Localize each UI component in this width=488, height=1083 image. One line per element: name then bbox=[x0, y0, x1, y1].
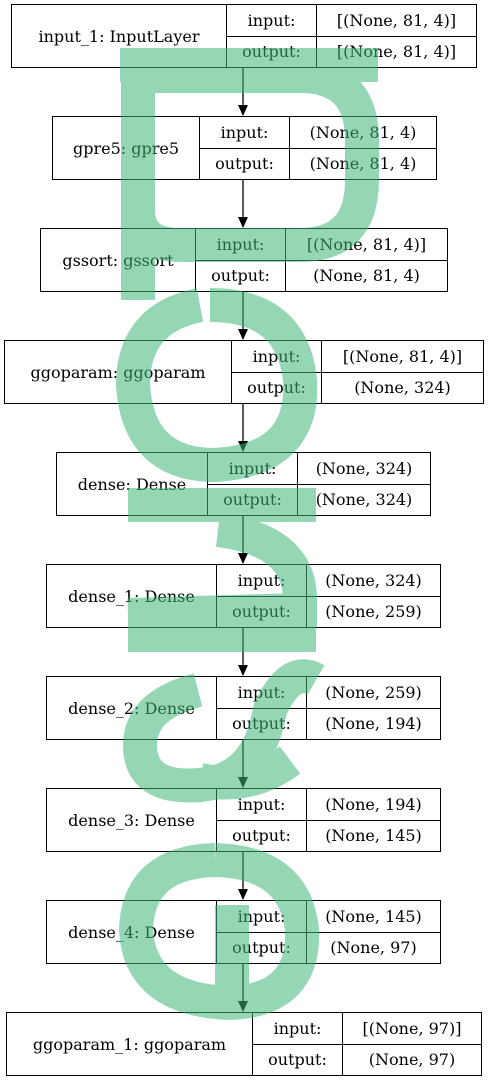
layer-name: dense_2: Dense bbox=[47, 677, 217, 739]
input-shape: (None, 324) bbox=[307, 565, 440, 597]
input-label: input: bbox=[227, 5, 316, 37]
shape-values: (None, 194) (None, 145) bbox=[307, 789, 440, 851]
shape-values: [(None, 81, 4)] (None, 81, 4) bbox=[286, 229, 447, 291]
output-label: output: bbox=[215, 154, 274, 174]
input-label: input: bbox=[196, 229, 285, 261]
input-label: input: bbox=[217, 789, 306, 821]
output-shape: (None, 97) bbox=[330, 938, 417, 958]
input-label: input: bbox=[208, 453, 297, 485]
layer-name: ggoparam_1: ggoparam bbox=[7, 1013, 253, 1075]
layer-name: dense_1: Dense bbox=[47, 565, 217, 627]
edge-arrowhead bbox=[238, 105, 248, 116]
layer-name: input_1: InputLayer bbox=[12, 5, 227, 67]
output-shape: (None, 324) bbox=[315, 490, 413, 510]
io-labels: input: output: bbox=[217, 901, 307, 963]
input-shape: [(None, 81, 4)] bbox=[322, 341, 483, 373]
output-label: output: bbox=[268, 1050, 327, 1070]
edge-arrowhead bbox=[238, 777, 248, 788]
io-labels: input: output: bbox=[253, 1013, 343, 1075]
shape-values: (None, 259) (None, 194) bbox=[307, 677, 440, 739]
output-label: output: bbox=[247, 378, 306, 398]
layer-name: gpre5: gpre5 bbox=[53, 117, 200, 179]
edge-arrowhead bbox=[238, 329, 248, 340]
input-shape: (None, 259) bbox=[307, 677, 440, 709]
io-labels: input: output: bbox=[227, 5, 317, 67]
input-shape: (None, 81, 4) bbox=[290, 117, 436, 149]
edge-arrowhead bbox=[238, 441, 248, 452]
edge-arrowhead bbox=[238, 665, 248, 676]
output-shape: (None, 81, 4) bbox=[309, 154, 417, 174]
output-label: output: bbox=[232, 602, 291, 622]
output-label: output: bbox=[211, 266, 270, 286]
output-shape: (None, 97) bbox=[368, 1050, 456, 1070]
shape-values: [(None, 97)] (None, 97) bbox=[343, 1013, 481, 1075]
input-shape: [(None, 81, 4)] bbox=[286, 229, 447, 261]
layer-name: gssort: gssort bbox=[41, 229, 196, 291]
output-label: output: bbox=[223, 490, 282, 510]
shape-values: [(None, 81, 4)] [(None, 81, 4)] bbox=[317, 5, 476, 67]
input-shape: (None, 324) bbox=[298, 453, 430, 485]
edge-arrowhead bbox=[238, 553, 248, 564]
io-labels: input: output: bbox=[232, 341, 322, 403]
shape-values: (None, 324) (None, 324) bbox=[298, 453, 430, 515]
input-label: input: bbox=[217, 901, 306, 933]
io-labels: input: output: bbox=[217, 677, 307, 739]
input-shape: (None, 145) bbox=[307, 901, 440, 933]
shape-values: (None, 324) (None, 259) bbox=[307, 565, 440, 627]
output-label: output: bbox=[232, 938, 291, 958]
output-label: output: bbox=[232, 714, 291, 734]
input-label: input: bbox=[232, 341, 321, 373]
input-label: input: bbox=[217, 677, 306, 709]
io-labels: input: output: bbox=[200, 117, 290, 179]
edge-arrowhead bbox=[238, 1001, 248, 1012]
output-label: output: bbox=[242, 42, 301, 62]
io-labels: input: output: bbox=[196, 229, 286, 291]
shape-values: [(None, 81, 4)] (None, 324) bbox=[322, 341, 483, 403]
io-labels: input: output: bbox=[217, 789, 307, 851]
layer-name: dense_4: Dense bbox=[47, 901, 217, 963]
layer-name: ggoparam: ggoparam bbox=[5, 341, 232, 403]
output-shape: (None, 194) bbox=[325, 714, 422, 734]
input-shape: [(None, 81, 4)] bbox=[317, 5, 476, 37]
layer-name: dense_3: Dense bbox=[47, 789, 217, 851]
output-shape: [(None, 81, 4)] bbox=[336, 42, 457, 62]
output-shape: (None, 259) bbox=[325, 602, 422, 622]
input-shape: (None, 194) bbox=[307, 789, 440, 821]
output-shape: (None, 145) bbox=[325, 826, 422, 846]
layer-name: dense: Dense bbox=[57, 453, 208, 515]
io-labels: input: output: bbox=[217, 565, 307, 627]
input-label: input: bbox=[217, 565, 306, 597]
input-label: input: bbox=[253, 1013, 342, 1045]
io-labels: input: output: bbox=[208, 453, 298, 515]
output-shape: (None, 81, 4) bbox=[313, 266, 420, 286]
shape-values: (None, 145) (None, 97) bbox=[307, 901, 440, 963]
output-label: output: bbox=[232, 826, 291, 846]
edge-arrowhead bbox=[238, 217, 248, 228]
edge-arrowhead bbox=[238, 889, 248, 900]
shape-values: (None, 81, 4) (None, 81, 4) bbox=[290, 117, 436, 179]
input-shape: [(None, 97)] bbox=[343, 1013, 481, 1045]
output-shape: (None, 324) bbox=[354, 378, 451, 398]
input-label: input: bbox=[200, 117, 289, 149]
